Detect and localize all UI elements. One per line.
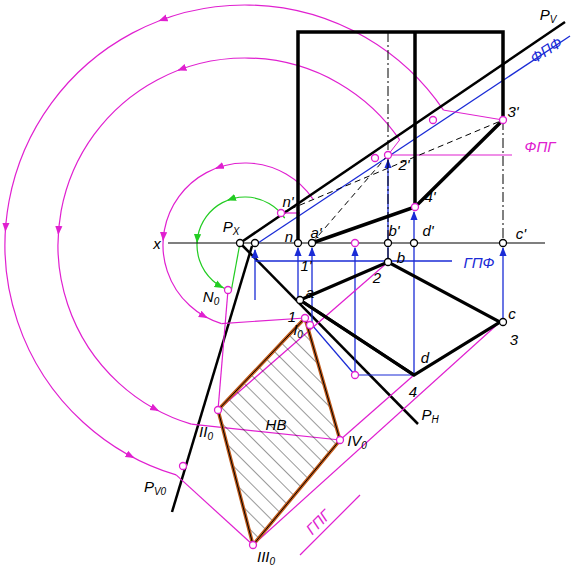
point-marker bbox=[309, 240, 316, 247]
rotation-arc bbox=[197, 197, 285, 291]
point-marker bbox=[337, 437, 344, 444]
construction-line bbox=[444, 110, 503, 120]
arc-arrow bbox=[159, 18, 166, 21]
point-label: b bbox=[396, 250, 406, 265]
frontal-line bbox=[255, 36, 570, 245]
point-label: a' bbox=[309, 225, 322, 240]
point-label: x bbox=[152, 236, 162, 251]
construction-line bbox=[388, 154, 512, 155]
point-marker bbox=[385, 259, 392, 266]
axis-line bbox=[388, 32, 389, 262]
point-label: 1' bbox=[299, 258, 312, 273]
point-label: b' bbox=[387, 223, 400, 238]
point-label: 3' bbox=[506, 104, 519, 119]
point-marker bbox=[500, 319, 507, 326]
point-label: d bbox=[420, 350, 430, 365]
point-marker bbox=[385, 152, 392, 159]
true-size-section bbox=[218, 318, 340, 545]
point-marker bbox=[352, 240, 359, 247]
point-marker bbox=[252, 240, 259, 247]
point-label: c' bbox=[515, 226, 527, 241]
arc-arrow bbox=[127, 454, 134, 458]
horizontal-line bbox=[255, 260, 452, 261]
point-marker bbox=[295, 240, 302, 247]
point-marker bbox=[412, 204, 419, 211]
arc-arrow bbox=[151, 407, 158, 411]
projection-arrow bbox=[297, 248, 298, 300]
point-label: I0 bbox=[292, 322, 304, 340]
plane-trace-pv bbox=[240, 22, 565, 243]
arc-arrow bbox=[200, 314, 207, 318]
point-marker bbox=[297, 297, 304, 304]
point-label: 2 bbox=[372, 270, 382, 285]
rotation-arc bbox=[58, 58, 400, 424]
point-label: IV0 bbox=[346, 433, 368, 451]
hidden-line bbox=[281, 120, 503, 213]
point-label: 2' bbox=[397, 157, 410, 172]
point-label: ФПГ bbox=[524, 139, 557, 154]
point-marker bbox=[372, 155, 379, 162]
point-label: 4' bbox=[423, 189, 436, 204]
point-label: a bbox=[305, 285, 315, 300]
arc-arrow bbox=[163, 232, 165, 240]
point-marker bbox=[385, 240, 392, 247]
point-marker bbox=[225, 287, 232, 294]
section-frontal bbox=[312, 120, 503, 243]
point-marker bbox=[237, 240, 244, 247]
projection-arrow bbox=[354, 248, 355, 375]
point-label: n bbox=[284, 229, 294, 244]
point-label: 4 bbox=[408, 384, 418, 399]
frontal-prism bbox=[413, 32, 417, 207]
point-label: N0 bbox=[202, 289, 220, 307]
point-marker bbox=[307, 322, 314, 329]
point-label: ФПФ bbox=[527, 34, 566, 67]
arc-arrow bbox=[216, 166, 223, 169]
projection-arrow bbox=[502, 248, 503, 322]
point-marker bbox=[411, 240, 418, 247]
arc-arrow bbox=[5, 223, 7, 231]
point-marker bbox=[352, 372, 359, 379]
arc-arrow bbox=[196, 234, 198, 242]
point-label: ГПГ bbox=[302, 506, 333, 537]
arc-arrow bbox=[58, 226, 60, 234]
point-label: n' bbox=[281, 194, 294, 209]
point-marker bbox=[215, 407, 222, 414]
point-label: 3 bbox=[509, 332, 519, 347]
projection-arrow bbox=[254, 250, 255, 300]
point-label: PH bbox=[420, 407, 439, 425]
point-label: НВ bbox=[265, 417, 288, 432]
point-label: d' bbox=[421, 223, 434, 238]
projection-arrow bbox=[413, 212, 414, 375]
frontal-prism bbox=[298, 32, 503, 243]
point-marker bbox=[278, 210, 285, 217]
rotation-line bbox=[340, 375, 414, 440]
point-label: PV bbox=[539, 7, 558, 25]
point-marker bbox=[430, 117, 437, 124]
rotation-line bbox=[218, 290, 228, 410]
plane-line-ggg bbox=[300, 495, 360, 555]
point-label: II0 bbox=[198, 424, 214, 442]
construction-line bbox=[355, 374, 414, 375]
point-marker bbox=[500, 117, 507, 124]
construction-line bbox=[231, 243, 240, 291]
axis-line bbox=[503, 120, 504, 243]
point-marker bbox=[180, 463, 187, 470]
point-label: PX bbox=[222, 219, 241, 237]
point-label: PV0 bbox=[143, 479, 167, 497]
point-marker bbox=[500, 240, 507, 247]
point-marker bbox=[302, 315, 309, 322]
point-label: III0 bbox=[256, 549, 276, 567]
point-marker bbox=[250, 542, 257, 549]
arc-arrow bbox=[178, 67, 185, 70]
arc-arrow bbox=[228, 197, 235, 200]
prism-top bbox=[300, 262, 500, 375]
true-size-section bbox=[218, 318, 340, 545]
point-label: c bbox=[507, 306, 517, 321]
arc-arrow bbox=[216, 284, 223, 288]
point-label: ГПФ bbox=[463, 255, 496, 270]
